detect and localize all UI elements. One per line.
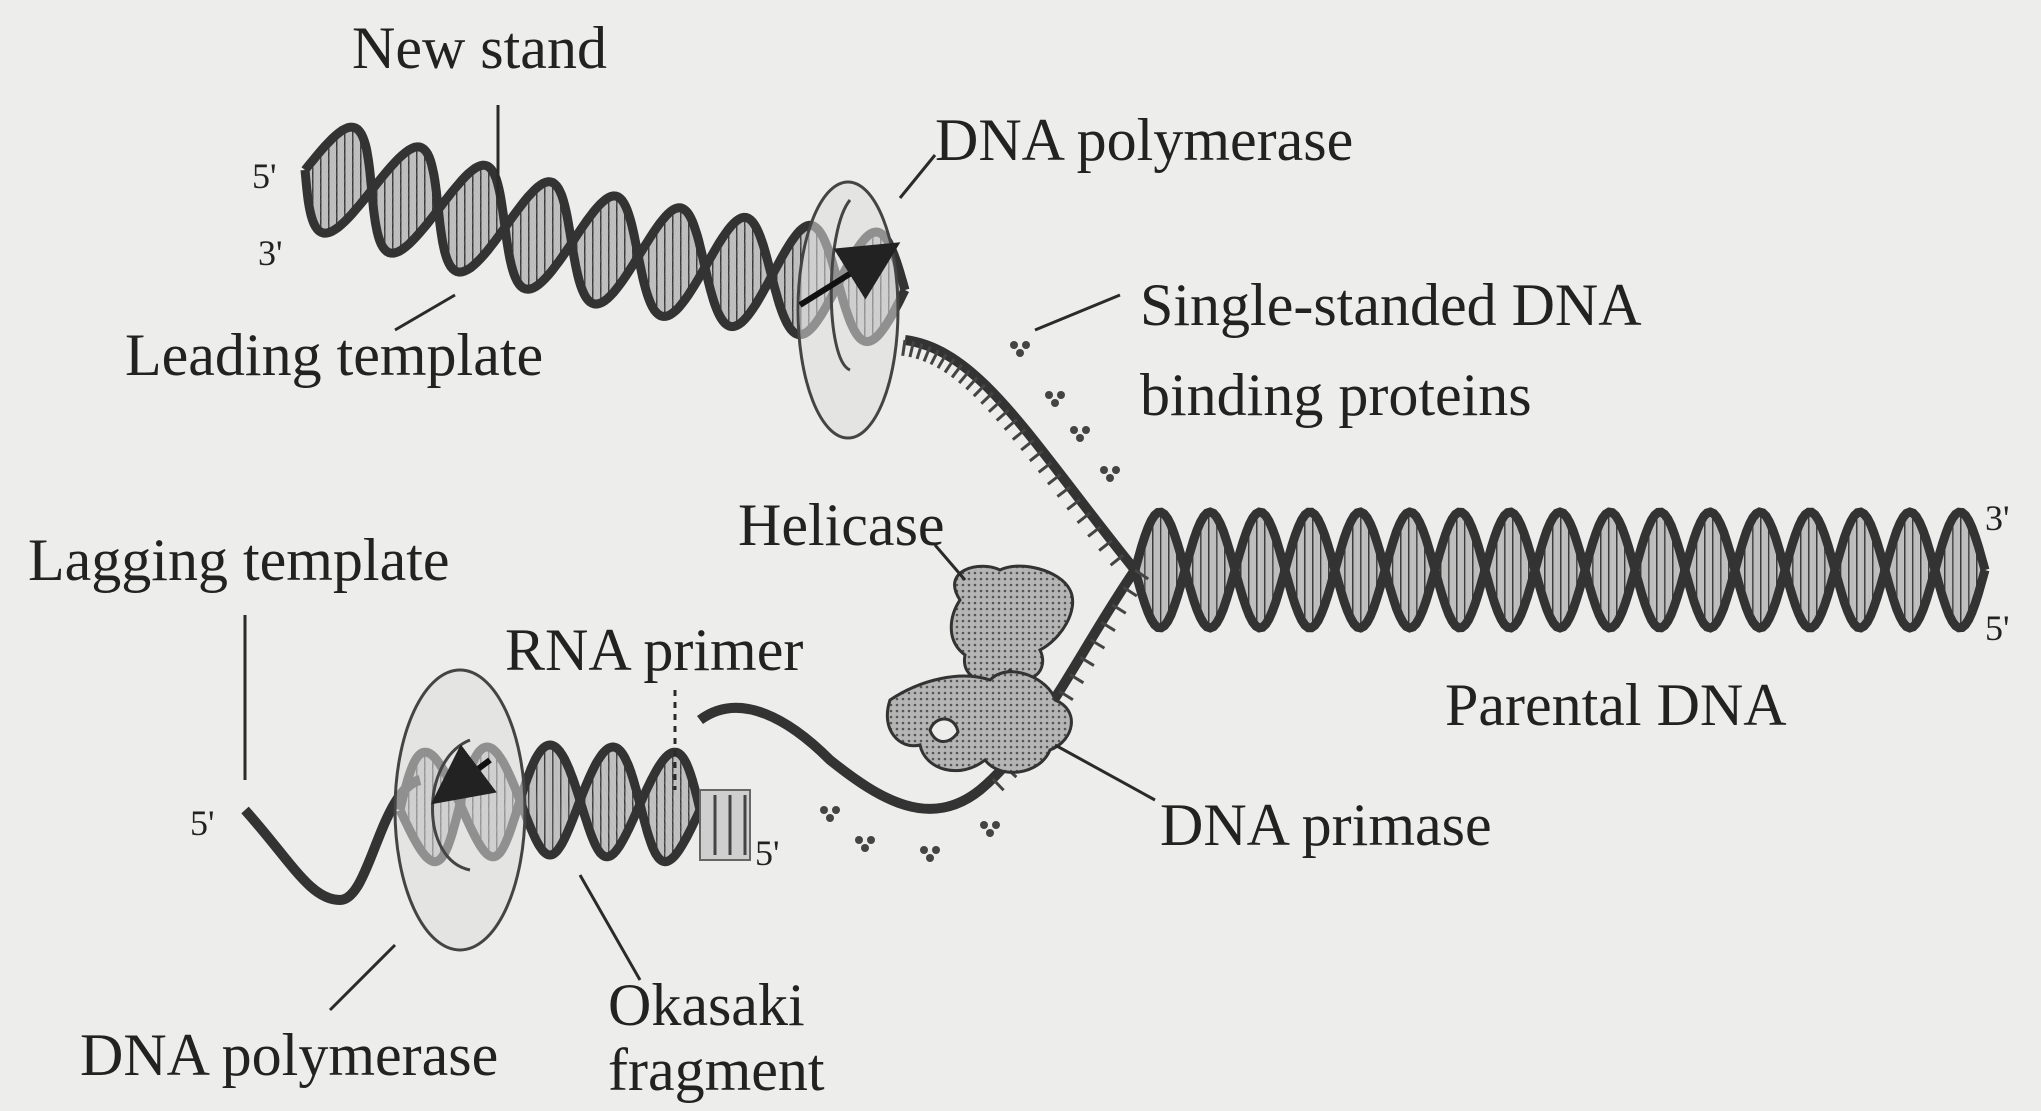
ssb-protein-dot xyxy=(1112,466,1120,474)
lagging-template-label: Lagging template xyxy=(28,527,450,593)
base-tick xyxy=(974,385,985,396)
parental-dna-helix xyxy=(1135,512,1985,628)
dna-polymerase-top-leader xyxy=(900,155,935,198)
base-tick xyxy=(981,393,993,404)
helicase xyxy=(951,566,1072,681)
ssb-protein-dot xyxy=(992,821,1000,829)
ssb-protein-dot xyxy=(867,836,875,844)
ssb-protein-dot xyxy=(1057,391,1065,399)
right-5-prime-mark: 5' xyxy=(1985,608,2010,648)
helicase-label: Helicase xyxy=(738,492,945,558)
ssb-label-line2: binding proteins xyxy=(1140,362,1532,428)
dna-primase xyxy=(887,672,1071,773)
ssb-protein-dot xyxy=(1076,434,1084,442)
dna-polymerase-leading xyxy=(798,182,898,438)
ssb-protein-dot xyxy=(1070,426,1078,434)
base-tick xyxy=(993,779,1004,791)
ssb-leader xyxy=(1035,295,1120,330)
rna-primer-label: RNA primer xyxy=(505,617,803,683)
rna-primer xyxy=(700,790,750,860)
ssb-protein-dot xyxy=(832,806,840,814)
ssb-protein-dot xyxy=(861,844,869,852)
right-3-prime-mark: 3' xyxy=(1985,498,2010,538)
ssb-label-line1: Single-standed DNA xyxy=(1140,272,1642,338)
ssb-protein-dot xyxy=(926,854,934,862)
dna-polymerase-lagging xyxy=(395,670,525,950)
okasaki-leader xyxy=(580,875,640,980)
dna-polymerase-bottom-leader xyxy=(330,945,395,1010)
dna-polymerase-bottom-label: DNA polymerase xyxy=(80,1022,498,1088)
single-strand-binding-proteins-lower xyxy=(820,806,1000,862)
new-strand-label: New stand xyxy=(352,15,607,81)
ssb-protein-dot xyxy=(920,846,928,854)
lagging-5-prime-mark: 5' xyxy=(190,803,215,843)
parental-dna-label: Parental DNA xyxy=(1445,672,1787,738)
leading-template-label: Leading template xyxy=(125,322,543,388)
ssb-protein-dot xyxy=(826,814,834,822)
ssb-protein-dot xyxy=(980,821,988,829)
ssb-protein-dot xyxy=(1106,474,1114,482)
ssb-protein-dot xyxy=(1100,466,1108,474)
base-tick xyxy=(903,340,905,356)
top-3-prime-mark: 3' xyxy=(258,233,283,273)
dna-polymerase-top-label: DNA polymerase xyxy=(935,107,1353,173)
ssb-protein-dot xyxy=(1082,426,1090,434)
okazaki-5-prime-mark: 5' xyxy=(755,833,780,873)
ssb-protein-dot xyxy=(820,806,828,814)
single-strand-binding-proteins-upper xyxy=(1010,341,1120,482)
ssb-protein-dot xyxy=(1016,349,1024,357)
ssb-protein-dot xyxy=(986,829,994,837)
top-5-prime-mark: 5' xyxy=(252,156,277,196)
ssb-protein-dot xyxy=(1045,391,1053,399)
dna-primase-label: DNA primase xyxy=(1160,792,1492,858)
ssb-protein-dot xyxy=(932,846,940,854)
dna-primase-leader xyxy=(1055,745,1155,800)
ssb-protein-dot xyxy=(855,836,863,844)
ssb-protein-dot xyxy=(1022,341,1030,349)
okasaki-label-line2: fragment xyxy=(608,1037,825,1103)
okasaki-label-line1: Okasaki xyxy=(608,972,805,1038)
ssb-protein-dot xyxy=(1051,399,1059,407)
ssb-protein-dot xyxy=(1010,341,1018,349)
